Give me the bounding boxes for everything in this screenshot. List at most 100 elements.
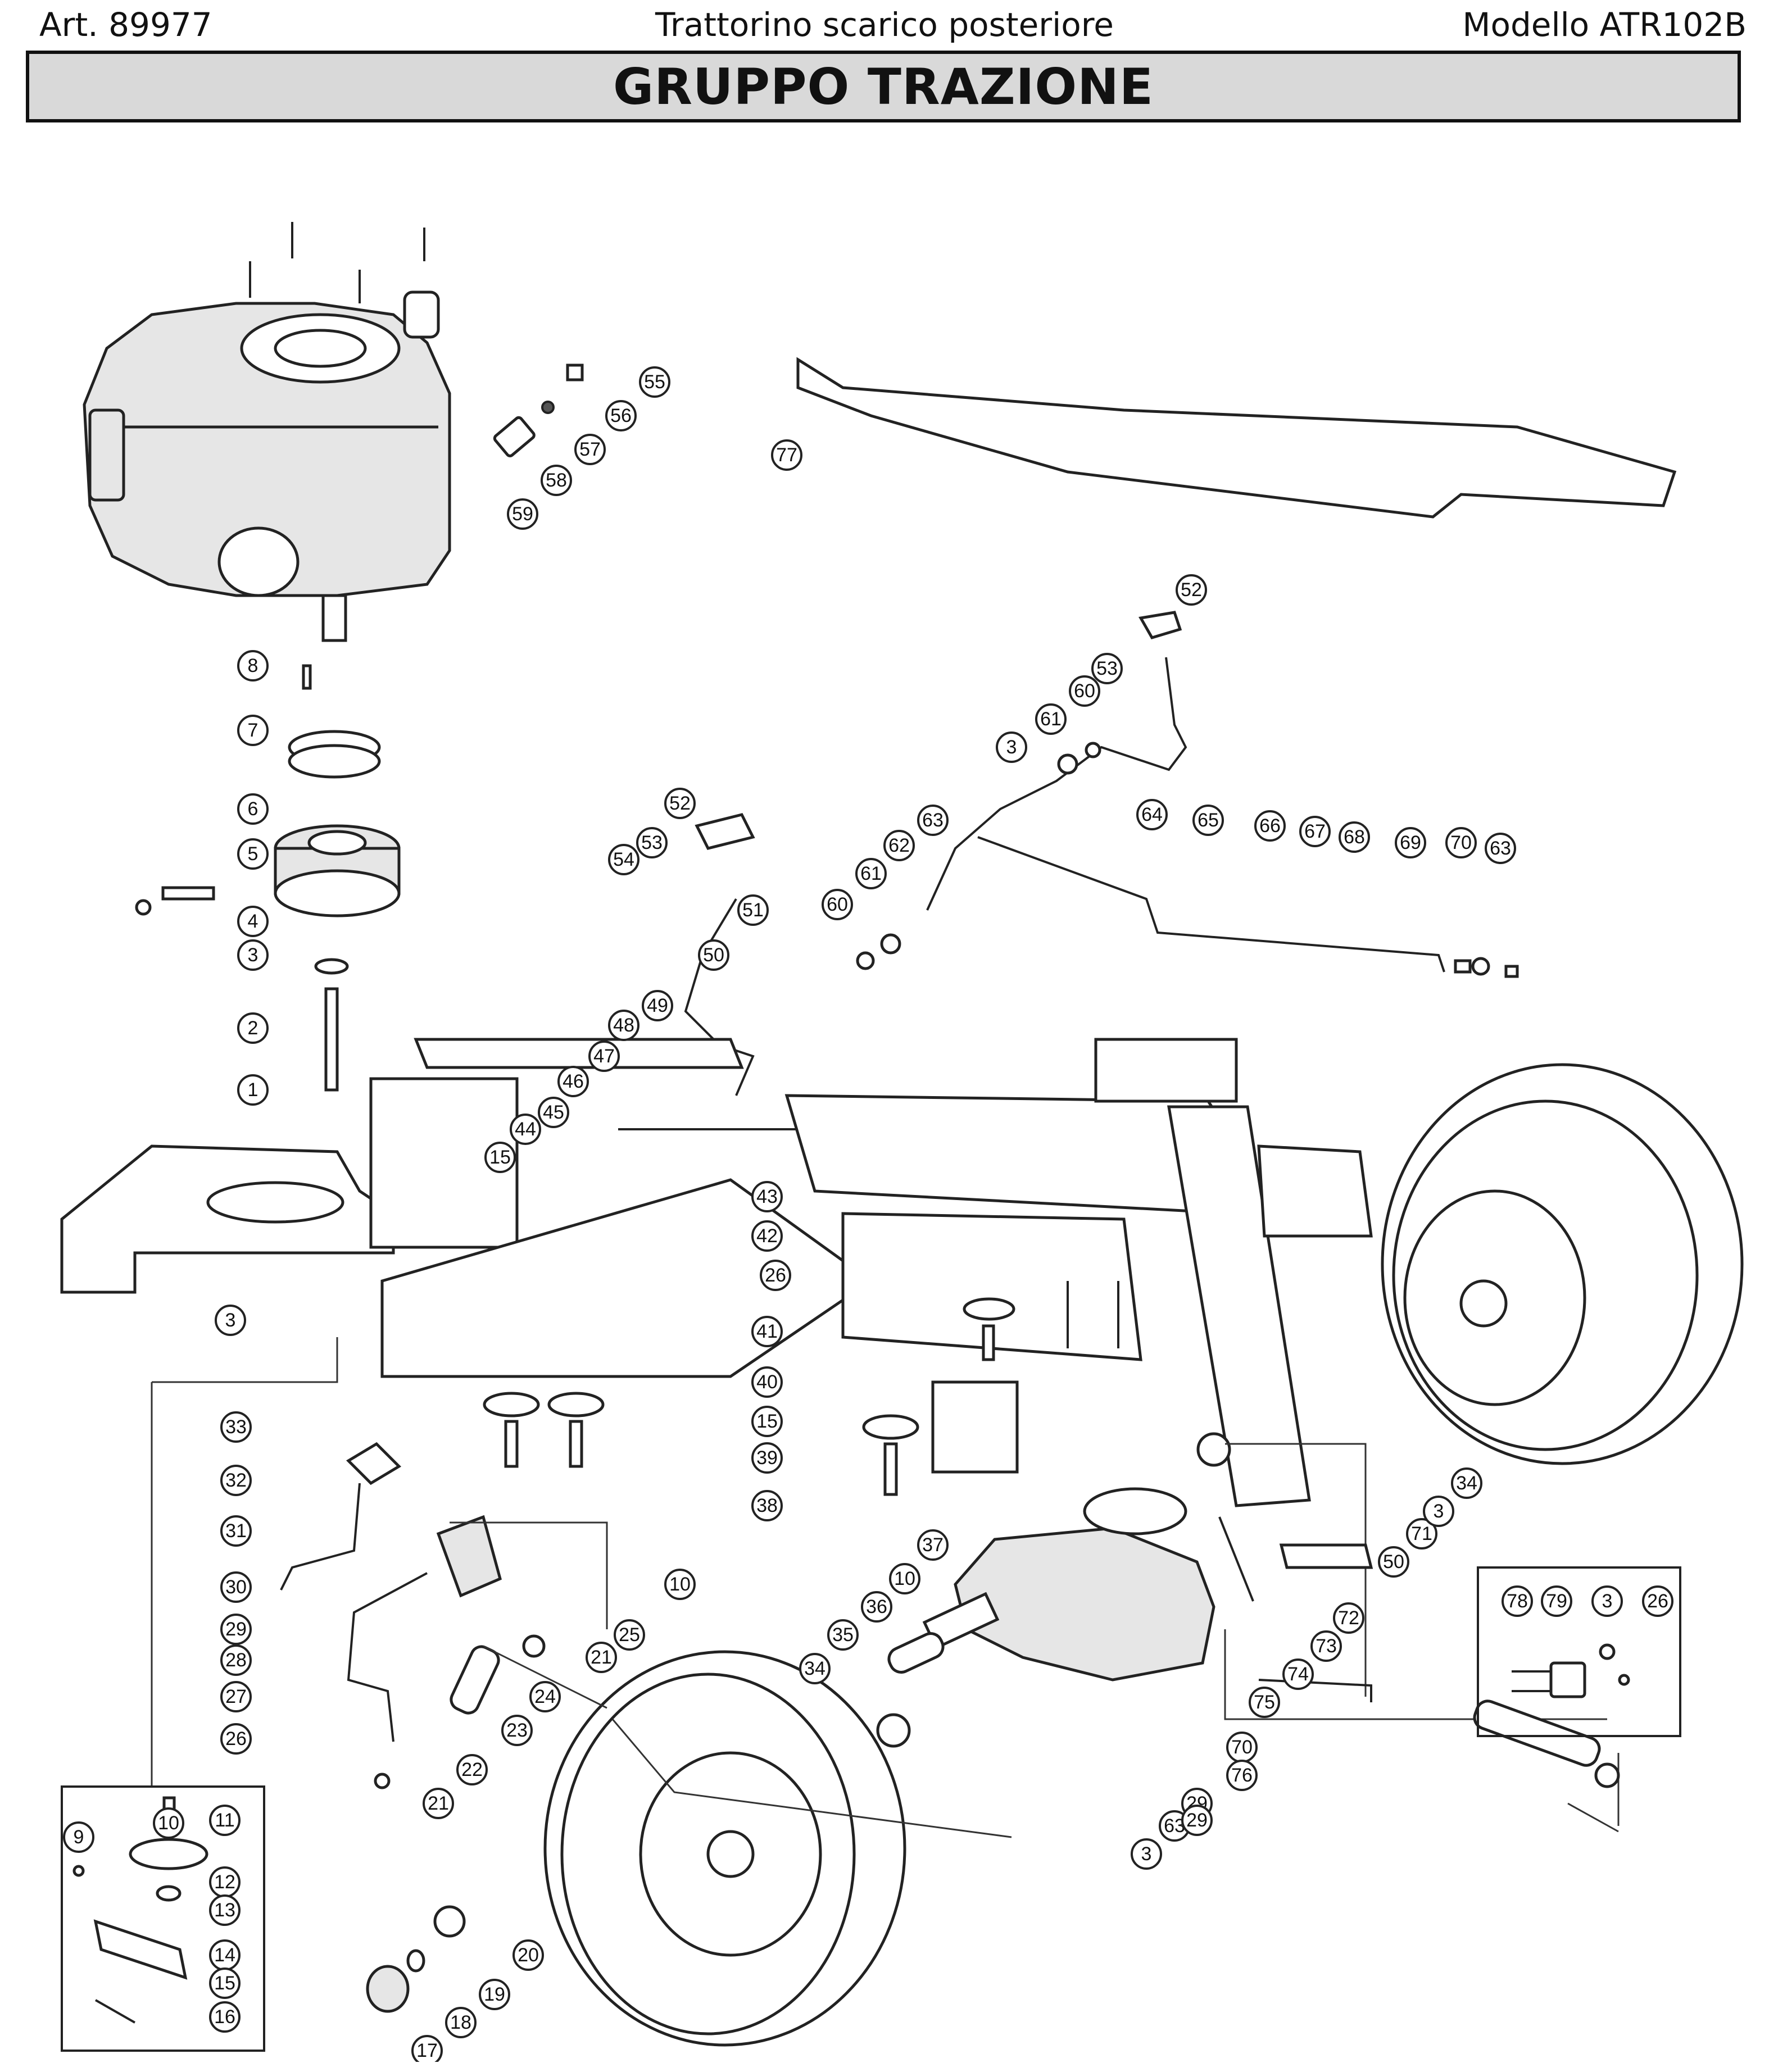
callout-56: 56 xyxy=(605,400,637,431)
callout-label: 79 xyxy=(1546,1591,1567,1612)
callout-circle xyxy=(237,1012,269,1044)
callout-61: 61 xyxy=(1035,703,1067,735)
callout-26: 26 xyxy=(1642,1585,1673,1617)
callout-label: 34 xyxy=(1456,1473,1477,1494)
callout-73: 73 xyxy=(1310,1630,1342,1662)
callout-label: 67 xyxy=(1304,821,1326,842)
callout-circle xyxy=(605,400,637,431)
transaxle xyxy=(876,1432,1231,1748)
callout-circle xyxy=(664,788,696,819)
callout-13: 13 xyxy=(209,1894,241,1926)
callout-circle xyxy=(799,1653,831,1684)
callout-3: 3 xyxy=(215,1305,246,1336)
callout-circle xyxy=(1181,1805,1213,1836)
callout-label: 3 xyxy=(1006,737,1017,758)
callout-label: 18 xyxy=(450,2012,471,2033)
callout-label: 20 xyxy=(518,1944,539,1966)
callout-16: 16 xyxy=(209,2001,241,2033)
callout-label: 52 xyxy=(1181,579,1202,601)
callout-9: 9 xyxy=(63,1821,94,1853)
callout-29: 29 xyxy=(220,1614,252,1645)
callout-label: 70 xyxy=(1231,1737,1253,1758)
callout-label: 66 xyxy=(1259,815,1281,837)
callout-label: 44 xyxy=(515,1119,536,1140)
callout-circle xyxy=(507,498,538,530)
callout-circle xyxy=(1378,1546,1409,1578)
callout-circle xyxy=(608,844,639,875)
callout-5: 5 xyxy=(237,838,269,870)
callout-circle xyxy=(512,1939,544,1971)
callout-label: 52 xyxy=(669,793,691,814)
callout-label: 73 xyxy=(1316,1635,1337,1657)
gas-strut xyxy=(1473,1700,1620,1788)
callout-15: 15 xyxy=(484,1142,516,1173)
callout-26: 26 xyxy=(760,1260,791,1291)
callout-circle xyxy=(1333,1602,1364,1634)
callout-label: 12 xyxy=(214,1871,235,1893)
callout-label: 15 xyxy=(756,1411,778,1432)
section-title-bar: GRUPPO TRAZIONE xyxy=(26,51,1741,122)
callout-label: 74 xyxy=(1287,1664,1309,1685)
callout-label: 50 xyxy=(1383,1551,1404,1573)
callout-label: 10 xyxy=(669,1574,691,1595)
callout-8: 8 xyxy=(237,650,269,681)
callout-circle xyxy=(1395,827,1426,858)
callout-48: 48 xyxy=(608,1010,639,1041)
callout-60: 60 xyxy=(1069,675,1100,707)
callout-65: 65 xyxy=(1192,805,1224,836)
callout-label: 62 xyxy=(888,835,910,856)
callout-label: 9 xyxy=(74,1826,84,1848)
rear-left-wheel xyxy=(543,1650,906,2047)
callout-3: 3 xyxy=(1131,1838,1162,1870)
callout-51: 51 xyxy=(737,894,769,926)
callout-label: 33 xyxy=(225,1416,247,1438)
callout-circle xyxy=(237,906,269,937)
callout-label: 47 xyxy=(593,1046,615,1067)
callout-34: 34 xyxy=(1451,1467,1482,1499)
callout-label: 60 xyxy=(1074,680,1095,702)
callout-circle xyxy=(574,434,606,465)
wheel-hub-parts xyxy=(366,1905,466,2013)
callout-circle xyxy=(1069,675,1100,707)
callout-circle xyxy=(751,1490,783,1521)
callout-circle xyxy=(996,731,1027,763)
callout-label: 37 xyxy=(922,1534,944,1556)
callout-circle xyxy=(411,2035,443,2062)
callout-62: 62 xyxy=(883,830,915,861)
callout-circle xyxy=(822,889,853,920)
callout-label: 21 xyxy=(428,1793,449,1814)
callout-circle xyxy=(209,1805,241,1836)
callout-54: 54 xyxy=(608,844,639,875)
callout-circle xyxy=(1226,1760,1258,1791)
callout-label: 54 xyxy=(613,849,634,870)
callout-circle xyxy=(209,1968,241,1999)
callout-27: 27 xyxy=(220,1681,252,1712)
callout-label: 78 xyxy=(1507,1591,1528,1612)
callout-label: 36 xyxy=(866,1596,887,1617)
callout-circle xyxy=(538,1097,569,1128)
callout-circle xyxy=(608,1010,639,1041)
callout-36: 36 xyxy=(861,1591,892,1623)
callout-11: 11 xyxy=(209,1805,241,1836)
callout-15: 15 xyxy=(751,1406,783,1437)
callout-label: 39 xyxy=(756,1447,778,1469)
callout-3: 3 xyxy=(1591,1585,1623,1617)
callout-label: 13 xyxy=(214,1900,235,1921)
callout-circle xyxy=(209,2001,241,2033)
callout-6: 6 xyxy=(237,793,269,825)
callout-circle xyxy=(827,1619,859,1651)
callout-label: 38 xyxy=(756,1495,778,1516)
callout-label: 11 xyxy=(215,1810,234,1831)
callout-49: 49 xyxy=(642,990,673,1021)
callout-31: 31 xyxy=(220,1515,252,1547)
callout-14: 14 xyxy=(209,1939,241,1971)
callout-61: 61 xyxy=(855,858,887,889)
callout-35: 35 xyxy=(827,1619,859,1651)
callout-44: 44 xyxy=(510,1114,541,1145)
callout-circle xyxy=(1642,1585,1673,1617)
callout-label: 46 xyxy=(563,1071,584,1092)
callout-label: 25 xyxy=(619,1624,640,1646)
callout-circle xyxy=(220,1465,252,1496)
callout-label: 4 xyxy=(248,911,258,932)
callout-circle xyxy=(664,1569,696,1600)
